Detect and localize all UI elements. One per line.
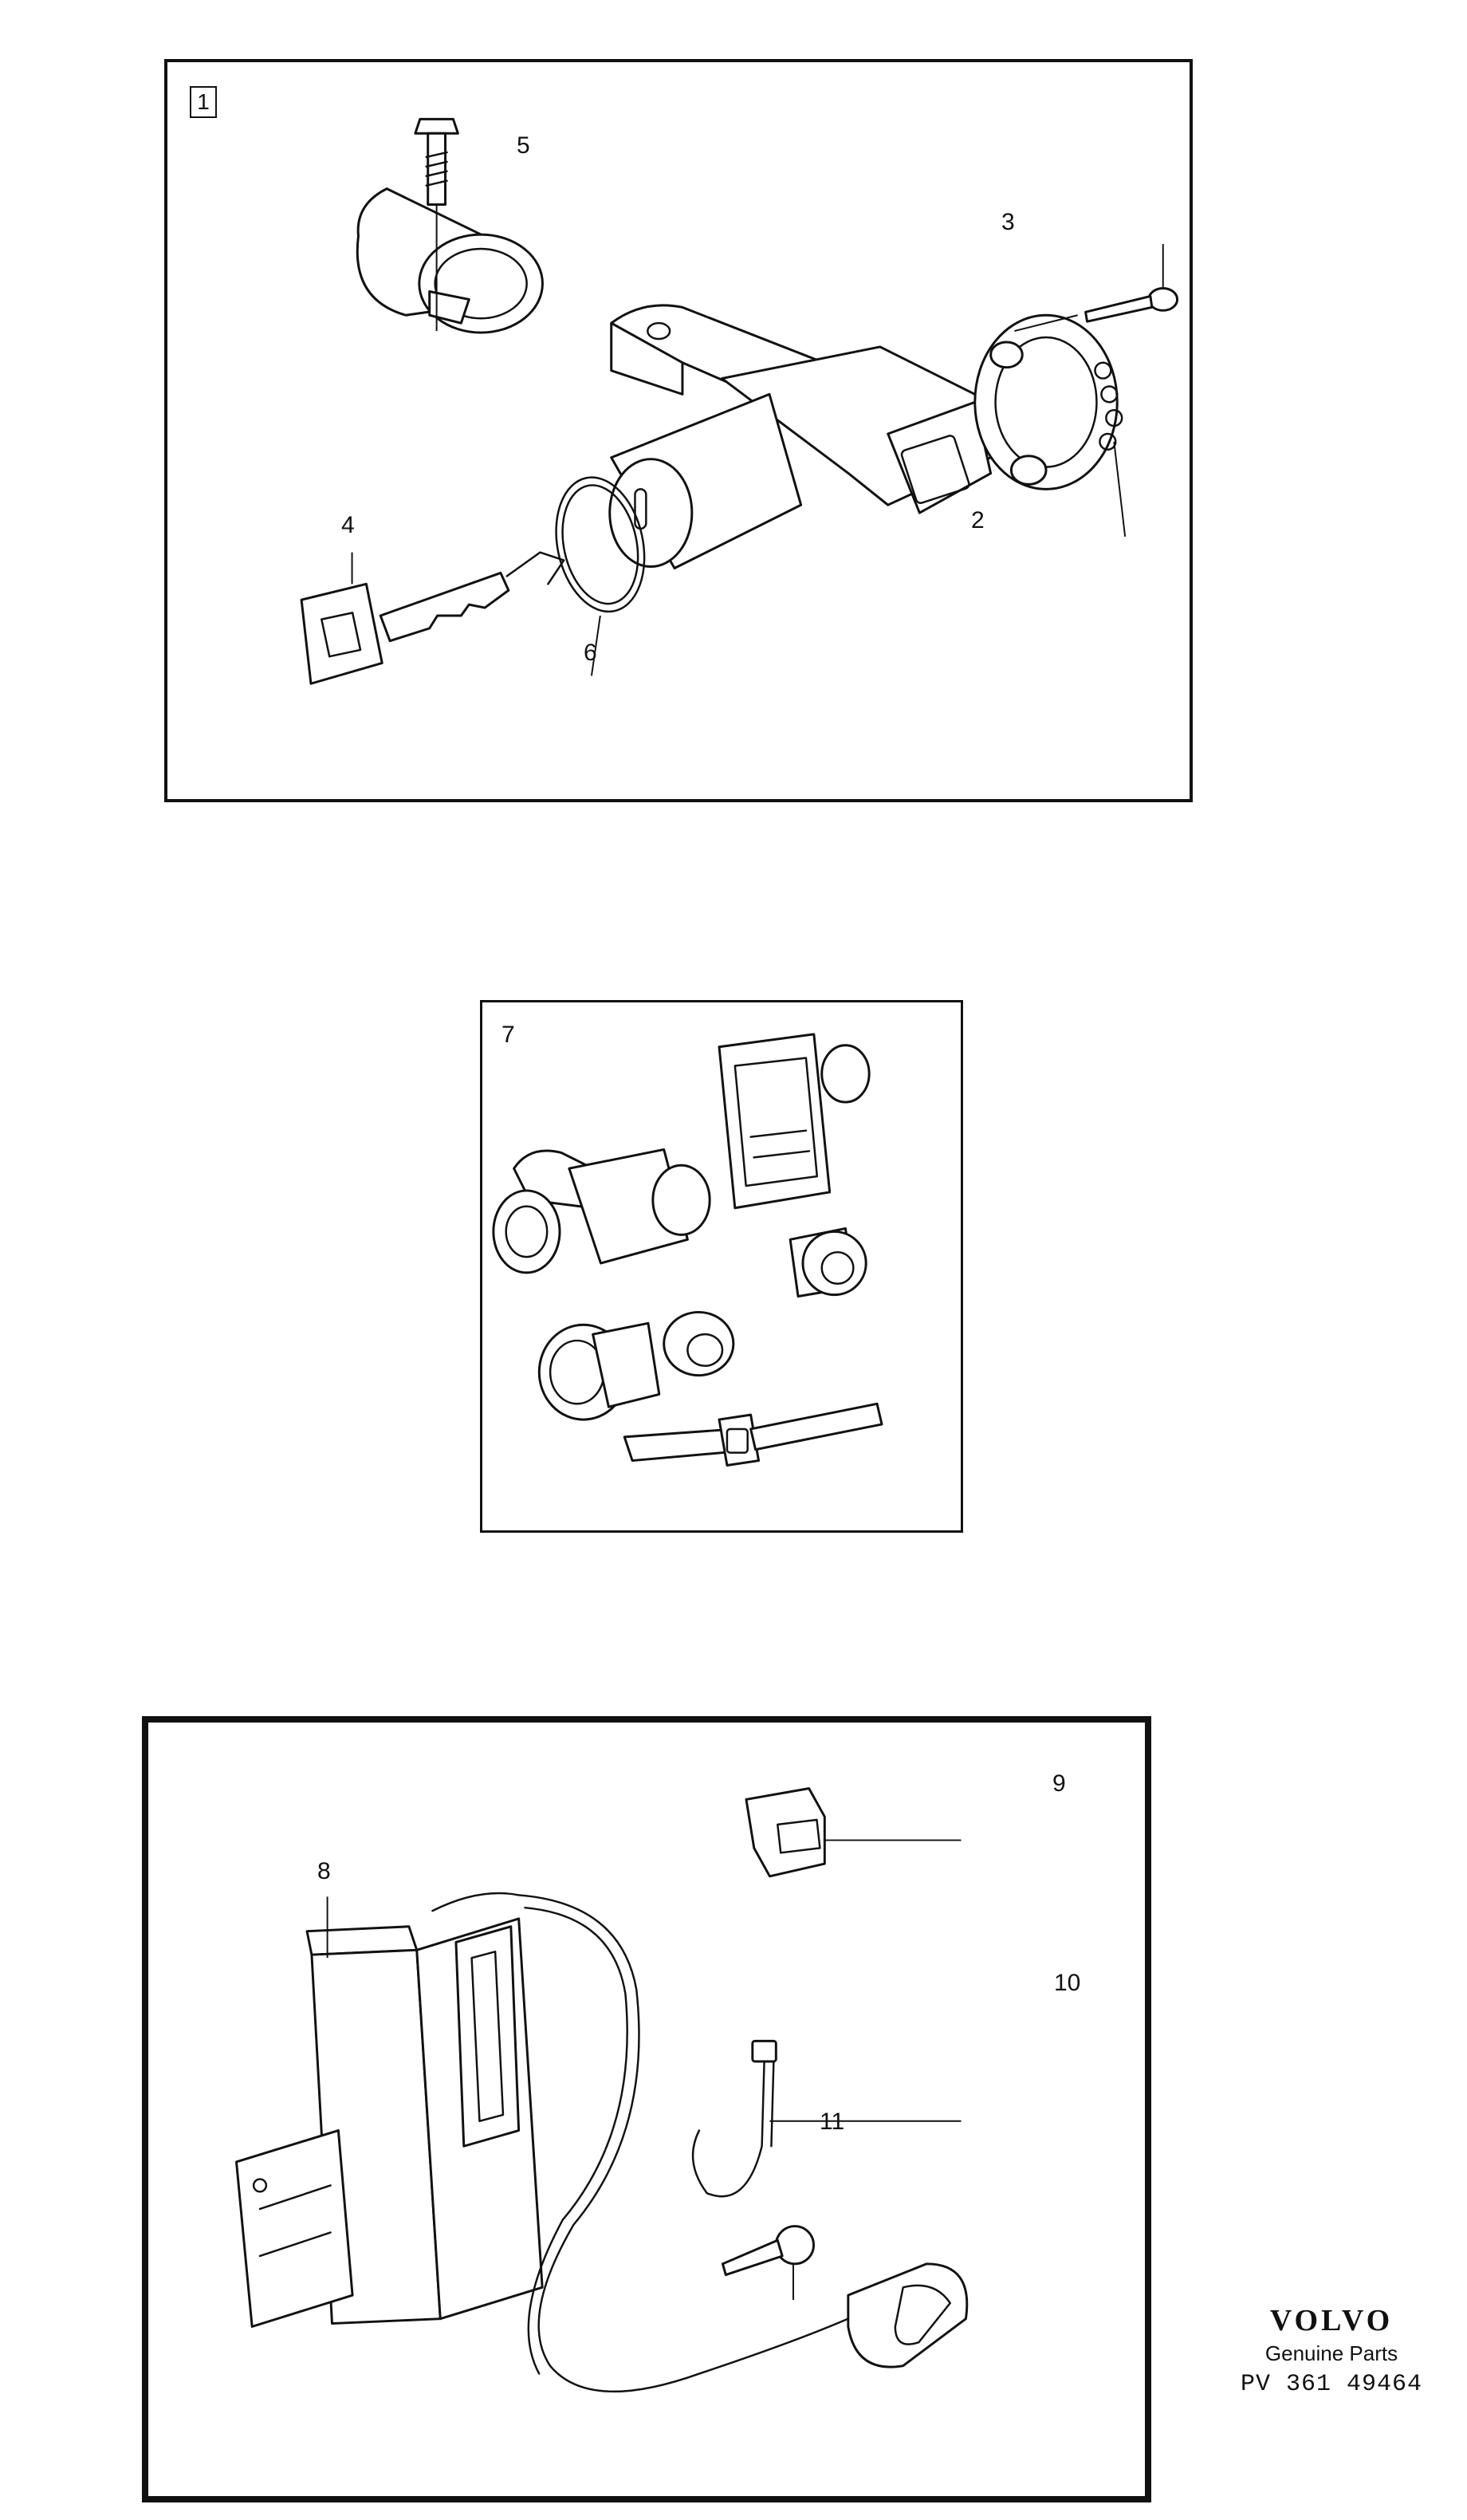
bolt bbox=[414, 117, 459, 332]
brand-block: VOLVO Genuine Parts PV 361 49464 bbox=[1212, 2303, 1451, 2398]
drawing-reference: PV 361 49464 bbox=[1240, 2371, 1423, 2398]
glovebox-lock bbox=[718, 1033, 871, 1210]
brand-subtitle: Genuine Parts bbox=[1264, 2341, 1398, 2365]
tailgate-lock-cylinder bbox=[789, 1227, 867, 1298]
ignition-lock-housing bbox=[492, 1148, 711, 1274]
volvo-logo: VOLVO bbox=[1269, 2304, 1394, 2337]
diagram-panel-ignition-lock: 1 bbox=[164, 59, 1193, 802]
diagram-panel-control-unit: 8 9 10 11 bbox=[142, 1716, 1151, 2502]
callout-10: 10 bbox=[1054, 1970, 1081, 1996]
callout-2: 2 bbox=[971, 507, 985, 534]
cable-tie bbox=[691, 2039, 962, 2198]
callout-3: 3 bbox=[1001, 209, 1015, 235]
self-tapping-screw bbox=[721, 2225, 816, 2301]
panel-number-box: 1 bbox=[190, 86, 217, 118]
control-unit bbox=[235, 1917, 544, 2328]
lock-housing bbox=[608, 304, 993, 569]
callout-7: 7 bbox=[501, 1022, 515, 1048]
steering-column-clamp bbox=[356, 187, 544, 334]
lock-set-illustration bbox=[492, 1033, 883, 1467]
door-lock-cylinder bbox=[537, 1321, 661, 1421]
screw bbox=[1014, 244, 1179, 333]
wiring-harness bbox=[431, 1892, 969, 2393]
callout-4: 4 bbox=[341, 512, 355, 538]
callout-8: 8 bbox=[317, 1858, 331, 1884]
key bbox=[300, 551, 565, 685]
ignition-switch bbox=[973, 313, 1127, 537]
callout-5: 5 bbox=[517, 132, 530, 159]
boot-lock-cylinder bbox=[663, 1310, 735, 1377]
control-unit-illustration bbox=[235, 1787, 969, 2393]
callout-9: 9 bbox=[1052, 1770, 1066, 1797]
diagram-panel-lock-set: 7 bbox=[480, 1000, 963, 1533]
keys bbox=[623, 1402, 883, 1467]
clip bbox=[745, 1787, 962, 1878]
o-ring bbox=[555, 476, 646, 676]
ignition-lock-illustration bbox=[300, 117, 1179, 685]
callout-11: 11 bbox=[820, 2109, 845, 2135]
callout-6: 6 bbox=[584, 640, 597, 666]
